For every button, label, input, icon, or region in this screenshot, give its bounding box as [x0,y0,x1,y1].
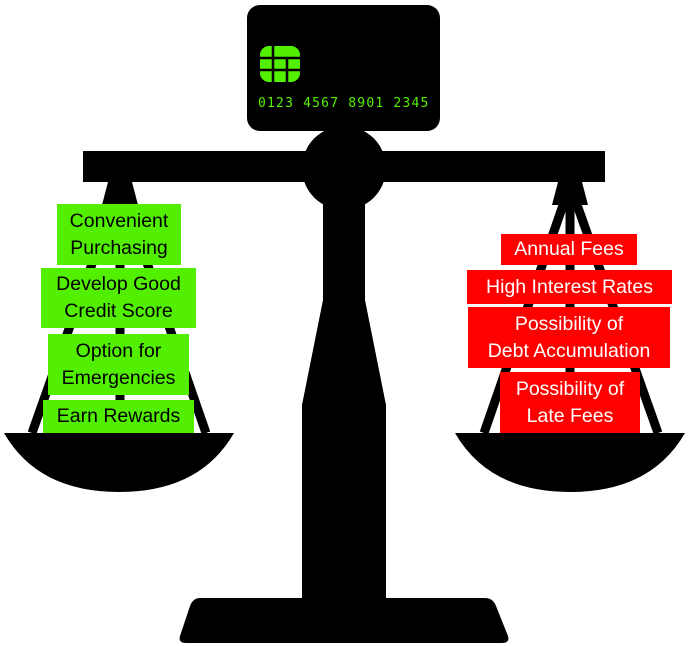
credit-card [247,5,440,131]
con-debt-accumulation: Possibility of Debt Accumulation [468,307,670,368]
scale-pivot [302,126,386,210]
pro-develop-credit: Develop Good Credit Score [41,268,196,328]
pro-emergencies: Option for Emergencies [48,334,189,395]
pro-convenient-purchasing: Convenient Purchasing [57,204,181,265]
con-high-interest: High Interest Rates [467,270,672,304]
con-late-fees: Possibility of Late Fees [500,372,640,433]
card-chip-icon [260,46,300,82]
left-pan [4,433,234,492]
card-number: 0123 4567 8901 2345 [258,96,430,111]
pro-earn-rewards: Earn Rewards [43,400,194,433]
scale-base [179,598,509,643]
right-pan [455,433,685,492]
con-annual-fees: Annual Fees [501,234,637,265]
scale-post [302,182,386,600]
